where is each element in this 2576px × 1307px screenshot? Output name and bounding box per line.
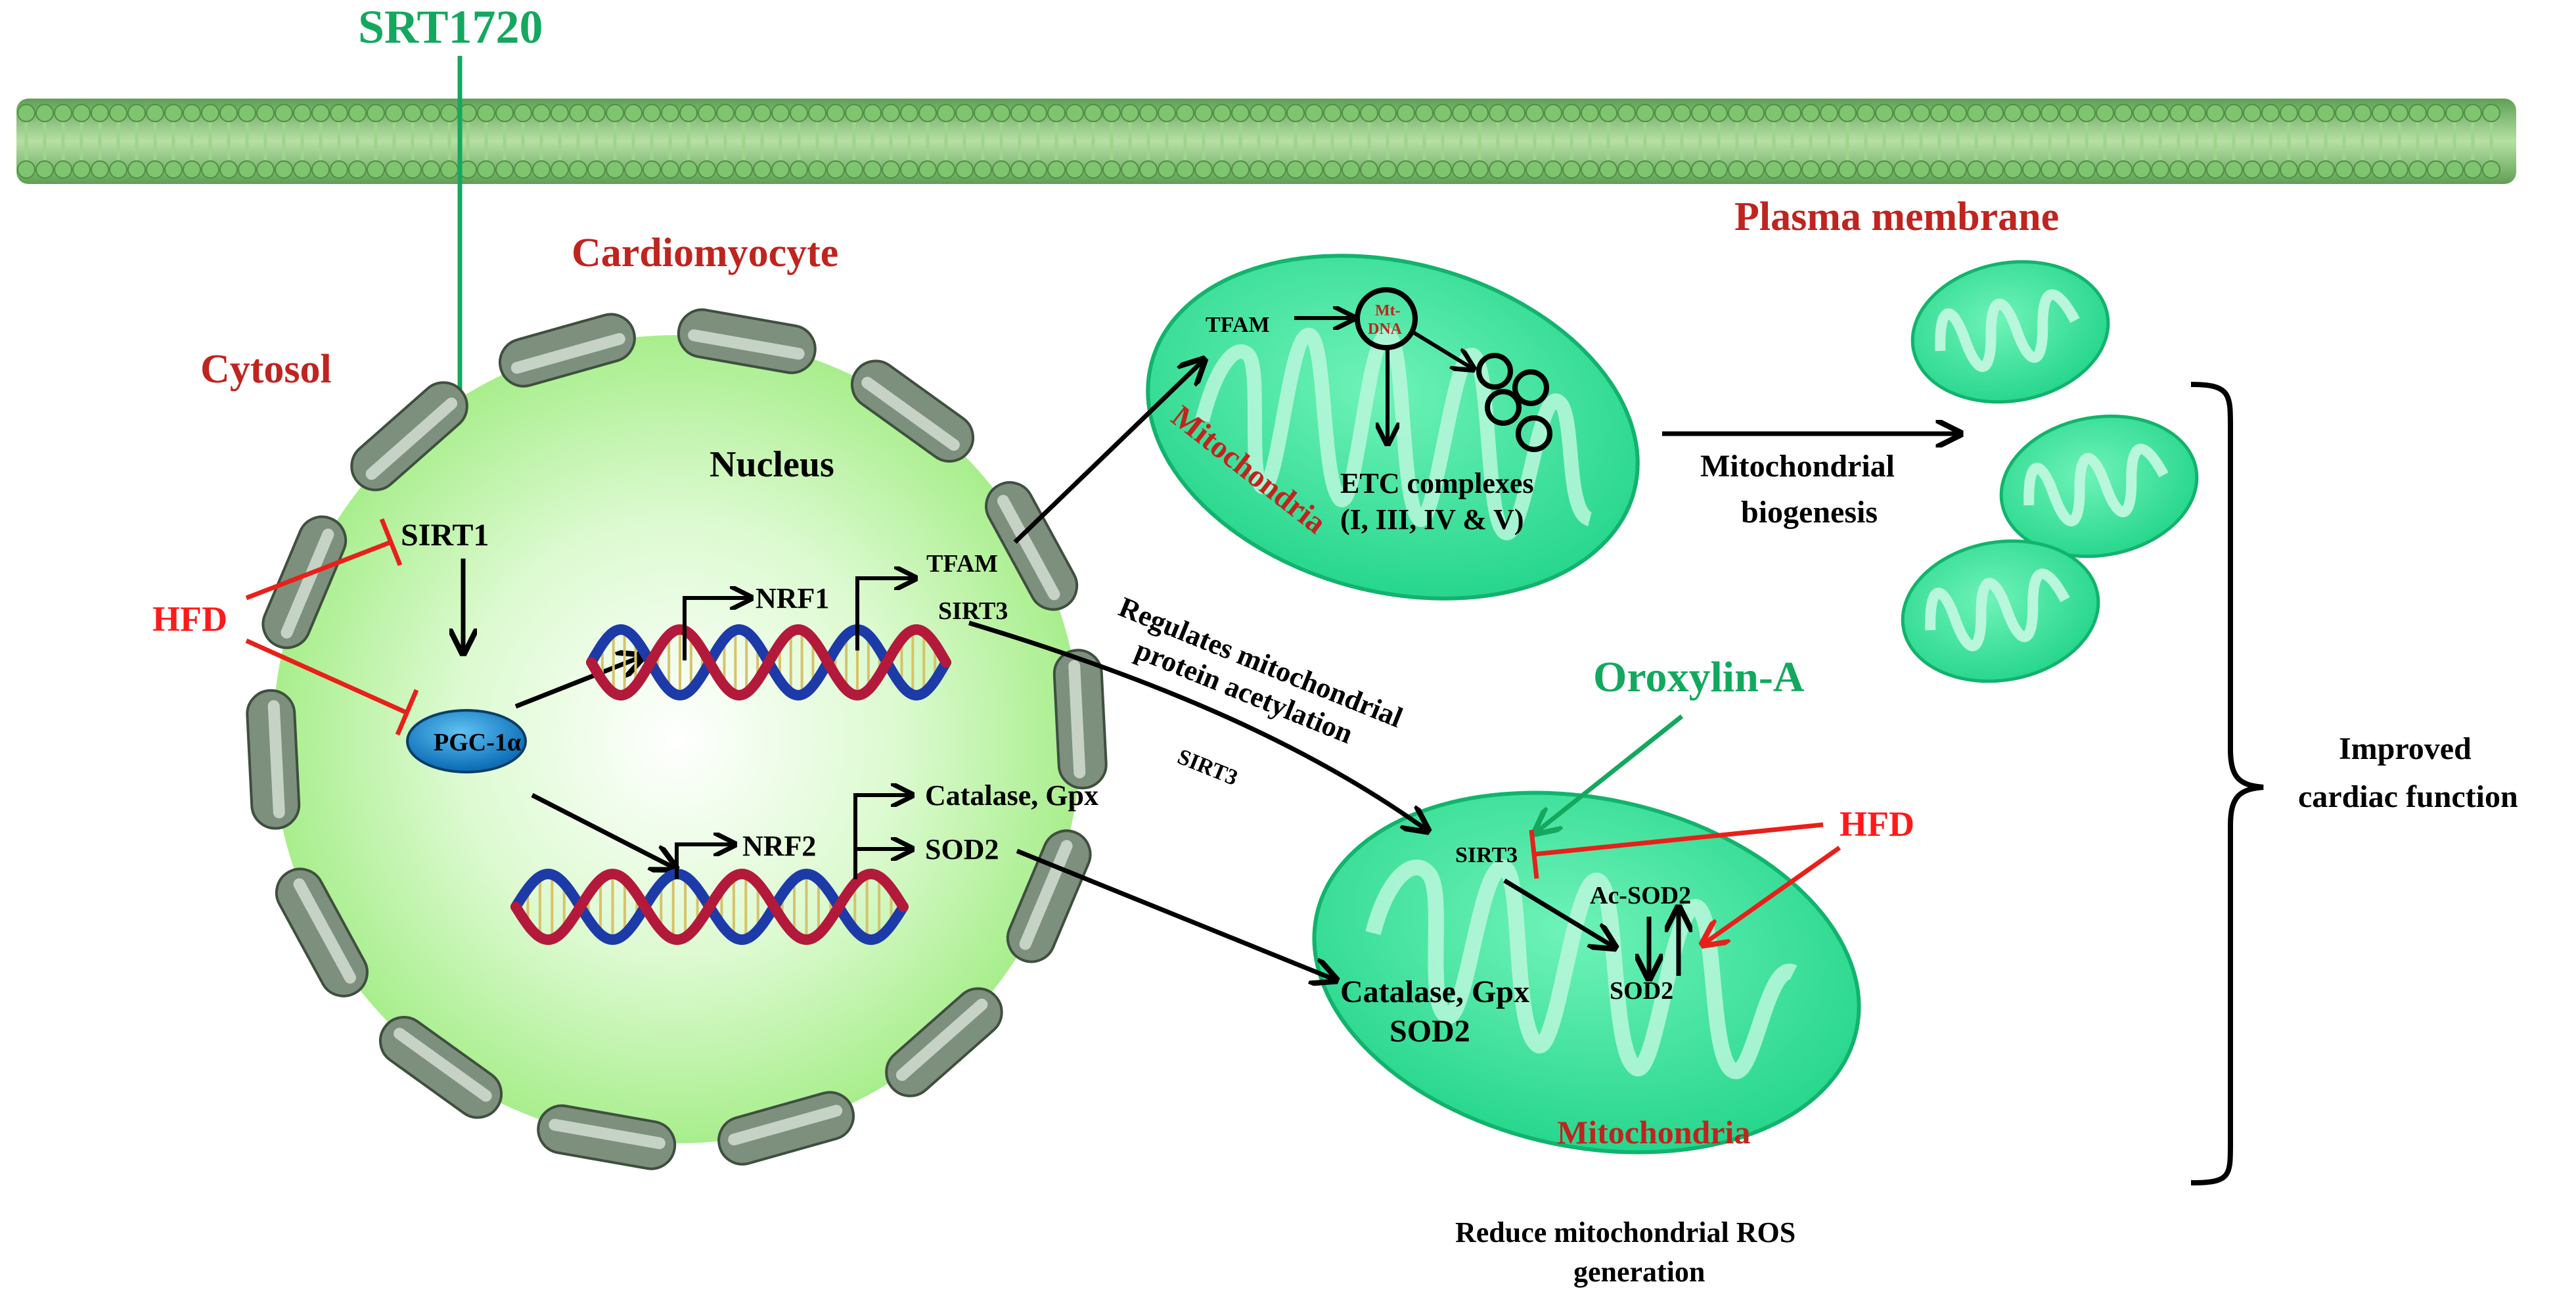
sod2-to-mito-arrow (1016, 848, 1334, 979)
pgc1a-to-dna2-arrow (531, 792, 673, 867)
label-srt1720: SRT1720 (358, 1, 543, 53)
label-nrf1: NRF1 (756, 582, 829, 614)
label-cardiomyocyte: Cardiomyocyte (572, 231, 838, 275)
pgc1a-to-dna1-arrow (514, 657, 641, 709)
promoter-arrows-upper (683, 578, 913, 660)
label-hfd-right: HFD (1840, 804, 1914, 844)
label-cytosol: Cytosol (200, 347, 332, 392)
label-biogenesis-1: Mitochondrial (1700, 449, 1895, 484)
label-plasma-membrane: Plasma membrane (1734, 195, 2059, 239)
promoter-arrows-lower (675, 795, 910, 879)
label-biogenesis-2: biogenesis (1741, 495, 1878, 530)
sirt3-to-mito-arrow (968, 620, 1426, 829)
label-etc-2: (I, III, IV & V) (1340, 503, 1524, 536)
label-mtdna-2: DNA (1368, 321, 1403, 338)
mitochondrion-bottom (1312, 791, 1861, 1155)
plasma-membrane-bilayer (16, 99, 2516, 184)
oroxylin-arrow (1537, 714, 1684, 831)
label-sirt3-arrow: SIRT3 (1174, 745, 1241, 791)
mitochondrion-top (1146, 254, 1640, 601)
label-catalase-gpx-mito: Catalase, Gpx (1340, 975, 1529, 1009)
nucleus (246, 308, 1108, 1170)
label-reduce-1: Reduce mitochondrial ROS (1455, 1216, 1796, 1249)
bracket (2190, 382, 2264, 1185)
label-sod2-nucleus: SOD2 (925, 833, 999, 865)
tfam-to-mito-arrow (1013, 361, 1202, 544)
label-sirt1: SIRT1 (401, 518, 489, 553)
label-reduce-2: generation (1573, 1256, 1705, 1288)
label-tfam-nucleus: TFAM (926, 550, 998, 578)
hfd-right-effects (1529, 822, 1842, 943)
label-catalase-gpx-nucleus: Catalase, Gpx (925, 779, 1098, 812)
label-sod2-mito: SOD2 (1610, 977, 1673, 1005)
label-ac-sod2: Ac-SOD2 (1590, 882, 1691, 909)
label-sirt3-nucleus: SIRT3 (938, 597, 1008, 625)
pgc1a-node (406, 709, 527, 773)
label-improved-2: cardiac function (2298, 779, 2518, 814)
label-tfam-mito: TFAM (1206, 313, 1270, 337)
label-pgc1a: PGC-1α (434, 729, 521, 756)
label-nrf2: NRF2 (742, 830, 816, 862)
dna-helix-upper (586, 624, 951, 701)
sod2-deacetylation-arrows (1503, 879, 1679, 976)
label-etc-1: ETC complexes (1340, 467, 1534, 499)
dna-helix-lower (510, 868, 909, 946)
nuclear-envelope-pores (246, 308, 1108, 1170)
label-sirt3-mito: SIRT3 (1455, 843, 1518, 867)
label-hfd-left: HFD (152, 599, 227, 639)
label-mitochondria-bottom: Mitochondria (1557, 1114, 1750, 1151)
hfd-left-inhibitions (245, 518, 419, 736)
label-nucleus: Nucleus (710, 444, 834, 485)
label-mtdna-1: Mt- (1375, 302, 1401, 319)
label-sod2-mito2: SOD2 (1390, 1014, 1470, 1049)
new-mitochondria (1901, 260, 2199, 683)
label-improved-1: Improved (2339, 731, 2472, 766)
label-oroxylin: Oroxylin-A (1593, 653, 1805, 701)
